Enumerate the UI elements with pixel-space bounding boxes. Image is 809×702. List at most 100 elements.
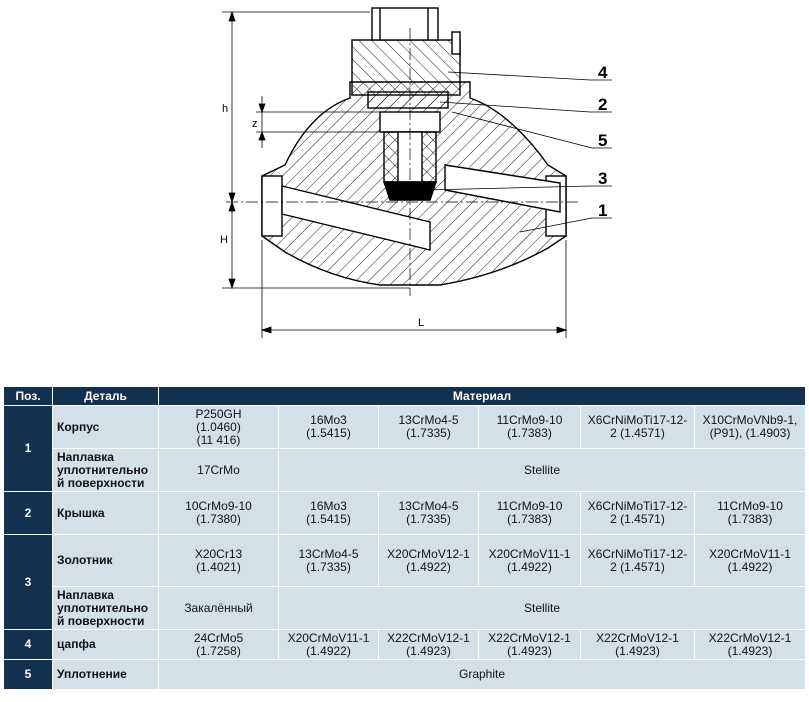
material-line: (1.0460) — [196, 419, 241, 434]
material-line: X6CrNiMoTi17-12- — [587, 499, 688, 513]
material-line: (1.7383) — [727, 512, 773, 526]
material-line: X22CrMoV12-1 — [488, 630, 571, 645]
part-name-cell: Наплавка уплотнительно й поверхности — [52, 448, 159, 492]
material-line: 16Mo3 — [310, 413, 347, 427]
material-cell: P250GH(1.0460)(11 416) — [158, 405, 279, 449]
material-line: (11 416) — [196, 432, 241, 447]
material-line: X6CrNiMoTi17-12- — [587, 546, 688, 561]
position-cell: 5 — [3, 659, 53, 690]
material-line: 11CrMo9-10 — [717, 499, 783, 513]
material-line: (1.4923) — [727, 643, 773, 658]
material-line: X22CrMoV12-1 — [708, 630, 792, 645]
material-cell: 16Mo3(1.5415) — [278, 405, 379, 449]
material-line: (1.7335) — [406, 512, 451, 526]
material-line: (1.4922) — [507, 559, 552, 574]
material-cell: X20Cr13(1.4021) — [158, 534, 279, 587]
part-name-cell: Наплавка уплотнительно й поверхности — [52, 586, 159, 630]
material-cell: 17CrMo — [158, 448, 279, 492]
material-line: 2 (1.4571) — [610, 512, 665, 526]
material-line: X6CrNiMoTi17-12- — [587, 413, 688, 427]
material-line: 10CrMo9-10 — [185, 499, 252, 513]
material-line: X22CrMoV12-1 — [387, 630, 470, 645]
leader-lines — [424, 71, 612, 233]
material-cell: 13CrMo4-5(1.7335) — [278, 534, 379, 587]
material-cell: X20CrMoV12-1(1.4922) — [378, 534, 479, 587]
material-line: 16Mo3 — [310, 499, 347, 513]
material-cell: X22CrMoV12-1(1.4923) — [478, 629, 581, 660]
material-cell: X6CrNiMoTi17-12-2 (1.4571) — [580, 534, 695, 587]
position-cell: 4 — [3, 629, 53, 660]
material-line: 11CrMo9-10 — [496, 499, 563, 513]
position-cell: 3 — [3, 534, 53, 630]
material-cell: 11CrMo9-10(1.7383) — [478, 491, 581, 535]
material-line: 24CrMo5 — [193, 630, 244, 645]
material-line: X20CrMoV11-1 — [709, 546, 791, 561]
material-cell: X20CrMoV11-1(1.4922) — [478, 534, 581, 587]
material-line: (1.7380) — [196, 512, 241, 526]
material-line: (1.4923) — [507, 643, 552, 658]
material-line: (1.4923) — [406, 643, 451, 658]
part-name-cell: Золотник — [52, 534, 159, 587]
material-cell: Закалённый — [158, 586, 279, 630]
material-cell: X6CrNiMoTi17-12-2 (1.4571) — [580, 491, 695, 535]
part-name-cell: цапфа — [52, 629, 159, 660]
callout-1: 1 — [598, 201, 607, 220]
header-material: Материал — [158, 386, 806, 406]
material-cell: X20CrMoV11-1(1.4922) — [694, 534, 806, 587]
material-cell-span: Stellite — [278, 586, 806, 630]
material-cell: X10CrMoVNb9-1,(P91), (1.4903) — [694, 405, 806, 449]
material-line: (1.7335) — [406, 426, 451, 440]
dimension-L-label: L — [418, 317, 424, 329]
material-line: (1.4923) — [615, 643, 660, 658]
material-line: 13CrMo4-5 — [398, 413, 459, 427]
material-line: P250GH — [195, 406, 242, 421]
material-cell: 13CrMo4-5(1.7335) — [378, 405, 479, 449]
header-part: Деталь — [52, 386, 159, 406]
material-line: 13CrMo4-5 — [398, 499, 459, 513]
dimension-z — [256, 96, 380, 148]
part-name-cell: Корпус — [52, 405, 159, 449]
callout-3: 3 — [598, 169, 607, 188]
material-line: (1.4021) — [196, 559, 241, 574]
material-cell: X20CrMoV11-1(1.4922) — [278, 629, 379, 660]
material-line: 2 (1.4571) — [610, 426, 665, 440]
callout-5: 5 — [598, 131, 607, 150]
material-line: (1.7258) — [196, 643, 241, 658]
material-cell: X22CrMoV12-1(1.4923) — [378, 629, 479, 660]
material-cell: 10CrMo9-10(1.7380) — [158, 491, 279, 535]
dimension-H-label: H — [220, 234, 228, 246]
dimension-h-label: h — [222, 103, 228, 115]
part-name-cell: Крышка — [52, 491, 159, 535]
dimension-H — [222, 200, 410, 290]
material-cell-span: Stellite — [278, 448, 806, 492]
valve-section-drawing: h z H L 4 2 5 3 1 — [220, 7, 612, 338]
material-cell: X6CrNiMoTi17-12-2 (1.4571) — [580, 405, 695, 449]
material-line: (1.7335) — [306, 559, 351, 574]
callout-4: 4 — [598, 63, 608, 82]
material-line: X10CrMoVNb9-1, — [702, 413, 798, 427]
material-cell: 11CrMo9-10(1.7383) — [694, 491, 806, 535]
material-cell: 24CrMo5(1.7258) — [158, 629, 279, 660]
material-line: 11CrMo9-10 — [496, 413, 563, 427]
material-line: (1.4922) — [727, 559, 773, 574]
callout-2: 2 — [598, 95, 607, 114]
material-cell: X22CrMoV12-1(1.4923) — [694, 629, 806, 660]
material-line: X20CrMoV11-1 — [488, 546, 571, 561]
material-line: 2 (1.4571) — [610, 559, 665, 574]
position-cell: 2 — [3, 491, 53, 535]
material-line: X20CrMoV11-1 — [287, 630, 370, 645]
material-line: X20Cr13 — [194, 546, 243, 561]
material-line: (1.7383) — [507, 426, 552, 440]
valve-bonnet — [351, 7, 461, 109]
header-pos: Поз. — [3, 386, 53, 406]
material-cell: 11CrMo9-10(1.7383) — [478, 405, 581, 449]
material-cell-full: Graphite — [158, 659, 806, 690]
material-line: X22CrMoV12-1 — [596, 630, 679, 645]
